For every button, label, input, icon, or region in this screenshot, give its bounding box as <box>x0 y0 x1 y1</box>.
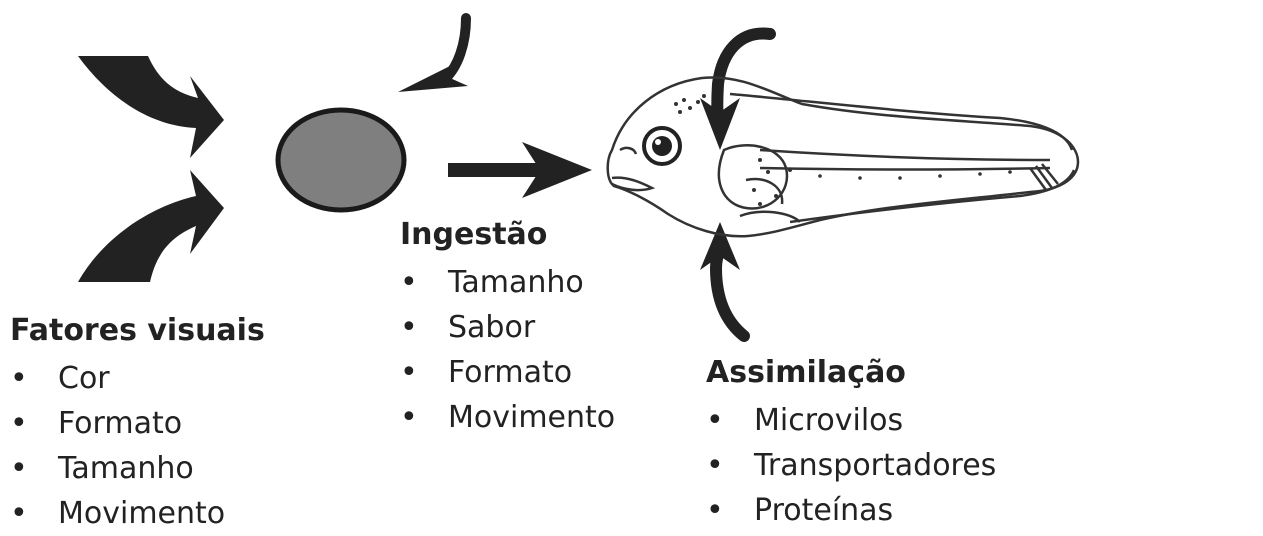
list-item: •Movimento <box>400 395 547 440</box>
list-item: • Tamanho <box>10 446 265 491</box>
bullet: • <box>400 305 430 350</box>
bullet: • <box>10 401 40 446</box>
list-item-text: Proteínas <box>754 488 893 533</box>
bullet: • <box>10 491 40 536</box>
visual-factors-heading: Fatores visuais <box>10 316 265 346</box>
visual-arrow-upper-icon <box>78 56 224 158</box>
list-item-text: Tamanho <box>58 446 194 491</box>
list-item: • Formato <box>10 401 265 446</box>
bullet: • <box>400 260 430 305</box>
list-item-text: Movimento <box>448 395 615 440</box>
list-item: • Cor <box>10 356 265 401</box>
list-item: • Microvilos <box>706 398 906 443</box>
bullet: • <box>706 443 736 488</box>
list-item-text: Formato <box>58 401 182 446</box>
list-item: •Transportadores <box>706 443 906 488</box>
list-item-text: Tamanho <box>448 260 584 305</box>
bullet: • <box>400 395 430 440</box>
bullet: • <box>706 398 736 443</box>
visual-arrow-lower-icon <box>78 170 224 282</box>
list-item: • Proteínas <box>706 488 906 533</box>
list-item-text: Sabor <box>448 305 535 350</box>
list-item-text: Cor <box>58 356 110 401</box>
visual-factors-list: • Cor • Formato • Tamanho • Movimento <box>10 356 265 536</box>
list-item: • Movimento <box>10 491 265 536</box>
list-item-text: Formato <box>448 350 572 395</box>
list-item: •Tamanho <box>400 260 547 305</box>
list-item-text: Movimento <box>58 491 225 536</box>
bullet: • <box>706 488 736 533</box>
assimilation-heading: Assimilação <box>706 358 906 388</box>
ingestion-block: Ingestão •Tamanho • Sabor •Formato •Movim… <box>400 220 547 440</box>
food-particle-icon <box>278 110 404 210</box>
list-item: • Sabor <box>400 305 547 350</box>
ingestion-list: •Tamanho • Sabor •Formato •Movimento <box>400 260 547 440</box>
ingestion-heading: Ingestão <box>400 220 547 250</box>
bullet: • <box>400 350 430 395</box>
bullet: • <box>10 446 40 491</box>
list-item-text: Transportadores <box>754 443 996 488</box>
list-item: •Formato <box>400 350 547 395</box>
assimilation-block: Assimilação • Microvilos •Transportadores… <box>706 358 906 533</box>
visual-factors-block: Fatores visuais • Cor • Formato • Tamanho •… <box>10 316 265 536</box>
list-item-text: Microvilos <box>754 398 903 443</box>
bullet: • <box>10 356 40 401</box>
assimilation-list: • Microvilos •Transportadores • Proteínas <box>706 398 906 533</box>
